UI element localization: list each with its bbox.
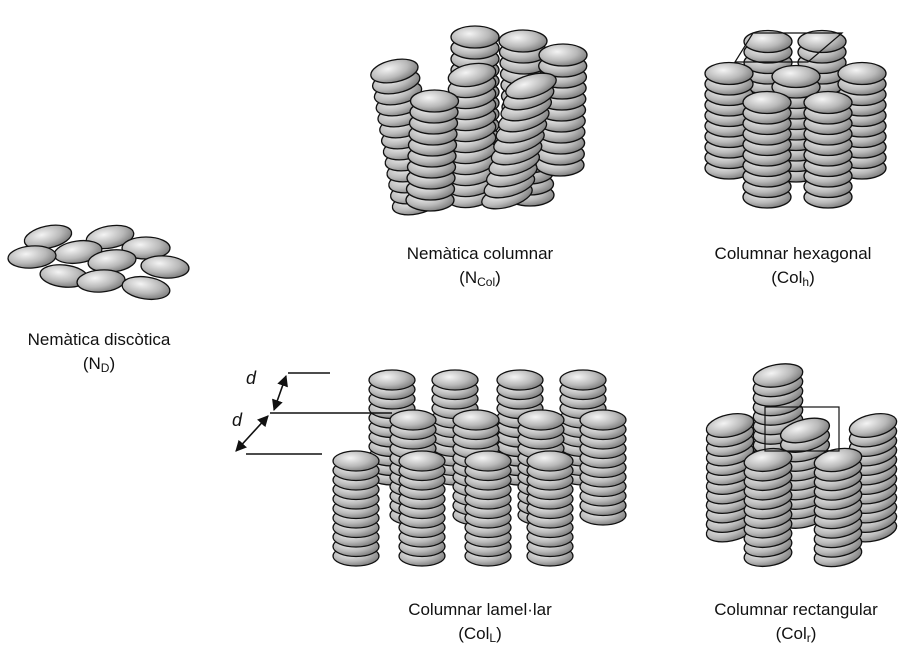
disc: [332, 450, 380, 472]
disc: [803, 90, 853, 115]
phase-subscript: L: [489, 631, 497, 645]
disc-column: [405, 89, 460, 212]
columnar-lamellar-diagram: [332, 369, 627, 567]
disc: [7, 245, 57, 269]
caption-columnar-hexagonal: Columnar hexagonal (Colh): [693, 242, 893, 290]
disc: [752, 363, 804, 388]
disc: [848, 412, 898, 439]
phase-subscript: r: [806, 631, 811, 645]
nematic-discotic-diagram: [7, 224, 190, 301]
disc: [559, 369, 607, 391]
disc: [496, 369, 544, 391]
disc-column: [813, 447, 863, 568]
disc: [797, 29, 847, 54]
phase-subscript: D: [100, 361, 110, 375]
phase-name: Columnar hexagonal: [714, 244, 872, 263]
disc: [743, 447, 793, 473]
disc-column: [803, 90, 853, 209]
spacing-arrow-lower: [235, 415, 269, 452]
disc: [76, 269, 126, 293]
disc: [368, 369, 416, 391]
phase-symbol: N: [88, 354, 101, 373]
disc: [447, 62, 497, 88]
disc-column: [742, 90, 792, 209]
hexagonal-lattice-outline: [733, 32, 844, 63]
disc: [121, 275, 171, 301]
disc: [389, 409, 437, 431]
disc: [579, 409, 627, 431]
disc-column: [398, 450, 446, 567]
columnar-rectangular-diagram: [705, 363, 898, 568]
phase-symbol: N: [464, 268, 478, 287]
disc: [431, 369, 479, 391]
disc: [705, 412, 755, 439]
disc-column: [332, 450, 380, 567]
disc: [771, 64, 821, 89]
spacing-arrow-upper: [272, 374, 288, 412]
layer-spacing-indicator: d d: [232, 368, 392, 455]
phase-name: Columnar rectangular: [714, 600, 878, 619]
disc: [538, 43, 588, 67]
rectangular-lattice-outline: [764, 406, 840, 452]
disc: [813, 447, 863, 473]
disc: [742, 90, 792, 115]
disc: [450, 25, 500, 49]
disc: [505, 72, 557, 100]
disc: [464, 450, 512, 472]
spacing-label-upper: d: [246, 368, 257, 388]
caption-columnar-rectangular: Columnar rectangular (Colr): [690, 598, 902, 646]
disc-column: [464, 450, 512, 567]
disc-column: [705, 412, 755, 543]
spacing-label-lower: d: [232, 410, 243, 430]
disc-column: [704, 61, 754, 180]
disc: [837, 61, 887, 86]
phase-name: Nemàtica discòtica: [27, 330, 171, 349]
disc-column: [526, 450, 574, 567]
nematic-columnar-diagram: [370, 25, 588, 216]
caption-nematic-columnar: Nemàtica columnar (NCol): [380, 242, 580, 290]
phase-subscript: Col: [477, 275, 496, 289]
disc: [409, 89, 460, 113]
disc: [517, 409, 565, 431]
disc: [398, 450, 446, 472]
phase-name: Nemàtica columnar: [406, 244, 554, 263]
disc: [140, 255, 190, 279]
disc-column: [743, 447, 793, 568]
phase-name: Columnar lamel·lar: [408, 600, 552, 619]
disc: [526, 450, 574, 472]
disc-column: [579, 409, 627, 526]
phase-symbol: Col: [463, 624, 490, 643]
disc: [370, 58, 419, 84]
phase-symbol: Col: [776, 268, 803, 287]
phase-subscript: h: [802, 275, 810, 289]
phase-symbol: Col: [781, 624, 807, 643]
disc: [743, 29, 793, 54]
columnar-hexagonal-diagram: [704, 29, 887, 209]
disc: [23, 224, 73, 250]
disc-column: [481, 72, 557, 210]
disc: [779, 417, 831, 444]
disc: [452, 409, 500, 431]
caption-nematic-discotic: Nemàtica discòtica (ND): [0, 328, 198, 376]
disc: [704, 61, 754, 86]
disc: [498, 29, 548, 53]
caption-columnar-lamellar: Columnar lamel·lar (ColL): [370, 598, 590, 646]
